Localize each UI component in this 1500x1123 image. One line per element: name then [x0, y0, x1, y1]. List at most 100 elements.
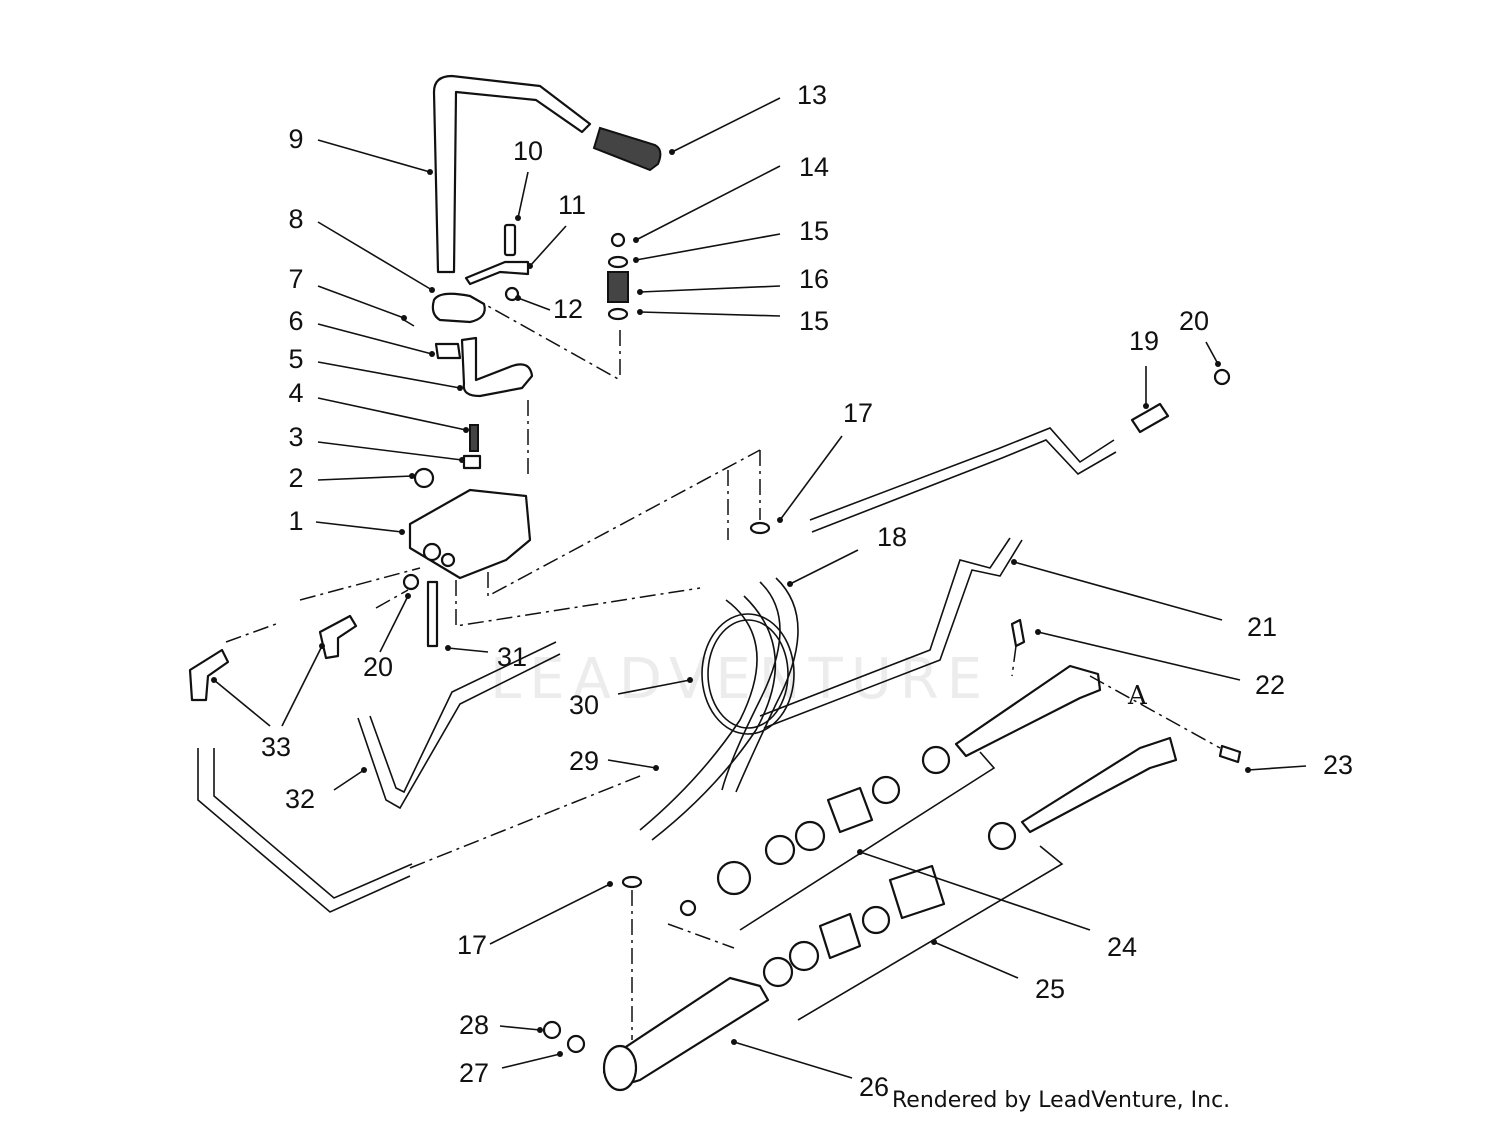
callout-leader-line	[447, 647, 489, 653]
part-15-washer-upper	[607, 255, 629, 269]
callout-leader-dot	[409, 473, 415, 479]
callout-leader-dot	[515, 215, 521, 221]
callout-leader-line	[789, 549, 859, 585]
callout-leader-dot	[1245, 767, 1251, 773]
callout-25: 25	[1035, 974, 1065, 1004]
callout-10: 10	[513, 136, 543, 166]
callout-3: 3	[288, 422, 303, 452]
callout-27: 27	[459, 1058, 489, 1088]
callout-1: 1	[288, 506, 303, 536]
callout-leader-line	[859, 851, 1091, 931]
part-15-washer-lower	[607, 307, 629, 321]
part-30-clamp-ring	[701, 613, 795, 735]
callout-leader-line	[779, 435, 843, 521]
callout-6: 6	[288, 306, 303, 336]
callout-leader-line	[379, 595, 409, 653]
callout-leader-dot	[1215, 361, 1221, 367]
callout-33: 33	[261, 732, 291, 762]
callout-leader-line	[635, 233, 781, 261]
callout-leader-line	[501, 1053, 561, 1069]
callout-leader-line	[517, 297, 551, 311]
callout-20: 20	[1179, 306, 1209, 336]
callout-leader-dot	[457, 385, 463, 391]
callout-leader-dot	[633, 257, 639, 263]
callout-leader-dot	[633, 237, 639, 243]
part-17-washer-lower	[621, 875, 643, 889]
part-9-handle	[432, 74, 592, 274]
callout-leader-dot	[637, 289, 643, 295]
part-21-line	[759, 537, 1023, 729]
callout-31: 31	[497, 642, 527, 672]
reference-letter: A	[1127, 681, 1148, 711]
callout-leader-dot	[687, 677, 693, 683]
callout-32: 32	[285, 784, 315, 814]
callout-leader-dot	[527, 263, 533, 269]
callout-5: 5	[288, 344, 303, 374]
part-4-spring	[469, 424, 479, 452]
callout-17: 17	[843, 398, 873, 428]
part-20-washer-left	[402, 573, 420, 591]
callout-leader-dot	[429, 287, 435, 293]
part-17-washer-upper	[749, 521, 771, 535]
callout-leader-line	[213, 679, 271, 727]
callout-20: 20	[363, 652, 393, 682]
part-28-nut	[542, 1020, 562, 1040]
callout-leader-line	[315, 521, 403, 533]
callout-leader-line	[517, 171, 529, 219]
callout-leader-dot	[1035, 629, 1041, 635]
callout-leader-dot	[401, 315, 407, 321]
part-25-seal-kit	[679, 821, 1017, 988]
part-18-tube	[809, 427, 1117, 533]
part-5-control-arm	[460, 336, 534, 398]
callout-leader-line	[639, 285, 781, 293]
part-33-elbow-right	[318, 614, 358, 660]
callout-2: 2	[288, 463, 303, 493]
callout-8: 8	[288, 204, 303, 234]
callout-7: 7	[288, 264, 303, 294]
callout-18: 18	[877, 522, 907, 552]
part-10-bolt	[503, 223, 517, 257]
callout-leader-dot	[777, 517, 783, 523]
callout-leader-line	[733, 1041, 853, 1079]
callout-26: 26	[859, 1072, 889, 1102]
callout-29: 29	[569, 746, 599, 776]
callout-leader-line	[317, 323, 433, 355]
part-27-washer	[566, 1034, 586, 1054]
credit-text: Rendered by LeadVenture, Inc.	[892, 1088, 1231, 1113]
part-8-pivot-plate	[431, 292, 486, 324]
part-3-screw	[462, 454, 482, 470]
callout-leader-line	[333, 769, 365, 791]
callout-9: 9	[288, 124, 303, 154]
part-29-hose	[639, 595, 777, 841]
callout-leader-dot	[459, 457, 465, 463]
callout-leader-dot	[515, 295, 521, 301]
callout-leader-line	[317, 221, 433, 291]
callout-leader-line	[317, 441, 463, 461]
callout-21: 21	[1247, 612, 1277, 642]
part-11-bracket	[464, 260, 530, 286]
callout-leader-line	[1037, 631, 1241, 681]
callout-leader-dot	[429, 351, 435, 357]
callout-leader-line	[1247, 765, 1307, 771]
part-1-control-valve	[408, 488, 532, 580]
watermark: LEADVENTURE	[490, 647, 990, 712]
callout-23: 23	[1323, 750, 1353, 780]
part-33-elbow-left	[188, 648, 230, 702]
part-32-line-lower	[197, 748, 413, 913]
callout-leader-dot	[361, 767, 367, 773]
part-13-grip	[592, 126, 662, 172]
callout-17: 17	[457, 930, 487, 960]
callout-leader-dot	[731, 1039, 737, 1045]
callout-leader-line	[317, 361, 461, 389]
part-32-line-upper	[357, 641, 561, 810]
callout-4: 4	[288, 378, 303, 408]
callout-leader-dot	[427, 169, 433, 175]
callout-24: 24	[1107, 932, 1137, 962]
callout-14: 14	[799, 152, 829, 182]
part-29-hose-b	[721, 577, 799, 793]
callout-leader-line	[317, 475, 413, 481]
part-20-washer-right	[1213, 368, 1231, 386]
assembly-lines	[225, 295, 1221, 1040]
